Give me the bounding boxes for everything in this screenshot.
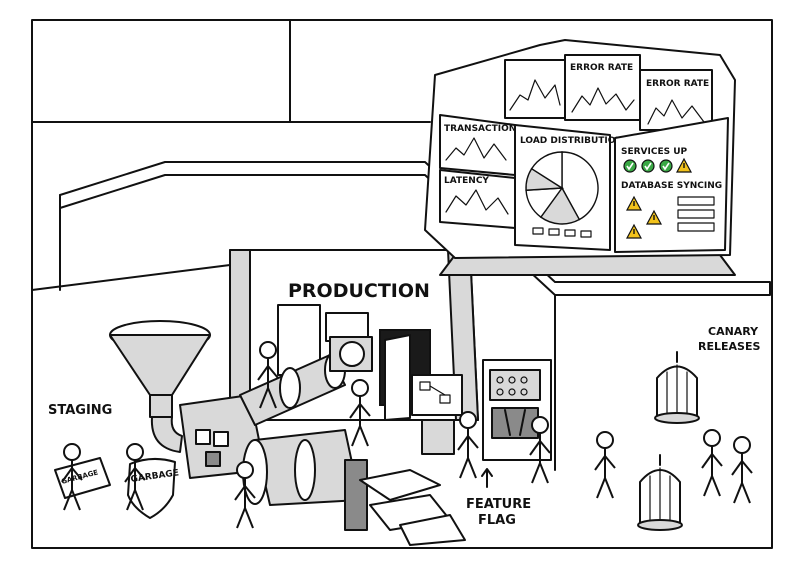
load-distribution-pie xyxy=(525,151,599,225)
feature-flag-label-line2: FLAG xyxy=(478,513,516,528)
person xyxy=(457,411,479,479)
warning-icon xyxy=(625,195,643,211)
pipe-outlet xyxy=(344,459,368,531)
staging-label: STAGING xyxy=(48,403,112,418)
production-label: PRODUCTION xyxy=(288,280,430,302)
canary-label-line2: RELEASES xyxy=(698,340,760,353)
check-icon xyxy=(659,159,673,173)
services-status-row xyxy=(623,157,693,173)
transactions-label: TRANSACTIONS xyxy=(444,124,523,134)
person xyxy=(731,436,753,504)
warning-icon xyxy=(675,157,693,173)
panel-rear-left xyxy=(504,59,566,119)
staging-funnel xyxy=(109,320,211,453)
db-sync-status-column xyxy=(625,195,663,239)
pie-button-1 xyxy=(532,227,544,235)
pie-slice xyxy=(561,151,599,221)
db-bar-2 xyxy=(677,209,715,219)
database-syncing-label: DATABASE SYNCING xyxy=(621,181,722,191)
pie-button-4 xyxy=(580,230,592,238)
garbage-box: GARBAGE xyxy=(54,457,111,499)
workstation xyxy=(411,374,463,455)
error-rate-2-label: ERROR RATE xyxy=(646,79,709,89)
canary-label-line1: CANARY xyxy=(708,325,759,338)
person xyxy=(257,341,279,409)
db-bar-1 xyxy=(677,196,715,206)
room xyxy=(31,19,771,471)
warning-icon xyxy=(625,223,643,239)
people xyxy=(61,341,753,529)
lower-pipeline xyxy=(242,429,466,546)
upper-pipeline xyxy=(239,336,373,426)
person xyxy=(594,431,616,499)
person xyxy=(349,379,371,447)
panel-error-rate-1 xyxy=(564,54,641,121)
db-bar-3 xyxy=(677,222,715,232)
load-distribution-label: LOAD DISTRIBUTION xyxy=(520,136,623,146)
birdcage-icon xyxy=(637,454,683,531)
person xyxy=(124,443,146,511)
person xyxy=(61,443,83,511)
pie-slice xyxy=(530,151,563,190)
feature-flag-label-line1: FEATURE xyxy=(466,497,531,512)
pie-button-2 xyxy=(548,228,560,236)
person xyxy=(234,461,256,529)
check-icon xyxy=(641,159,655,173)
latency-label: LATENCY xyxy=(444,176,489,186)
pie-button-3 xyxy=(564,229,576,237)
flowchart-monitor xyxy=(411,374,463,416)
open-door xyxy=(384,334,411,421)
birdcage-icon xyxy=(654,351,700,424)
person xyxy=(701,429,723,497)
dashboard-cluster: ERROR RATE ERROR RATE TRANSACTIONS LATEN… xyxy=(424,39,736,276)
check-icon xyxy=(623,159,637,173)
services-up-label: SERVICES UP xyxy=(621,147,688,157)
pie-slice xyxy=(539,186,581,225)
warning-icon xyxy=(645,209,663,225)
person xyxy=(529,416,551,484)
frame-border xyxy=(31,19,773,549)
arrow-icon xyxy=(481,468,493,488)
error-rate-1-label: ERROR RATE xyxy=(570,63,633,73)
